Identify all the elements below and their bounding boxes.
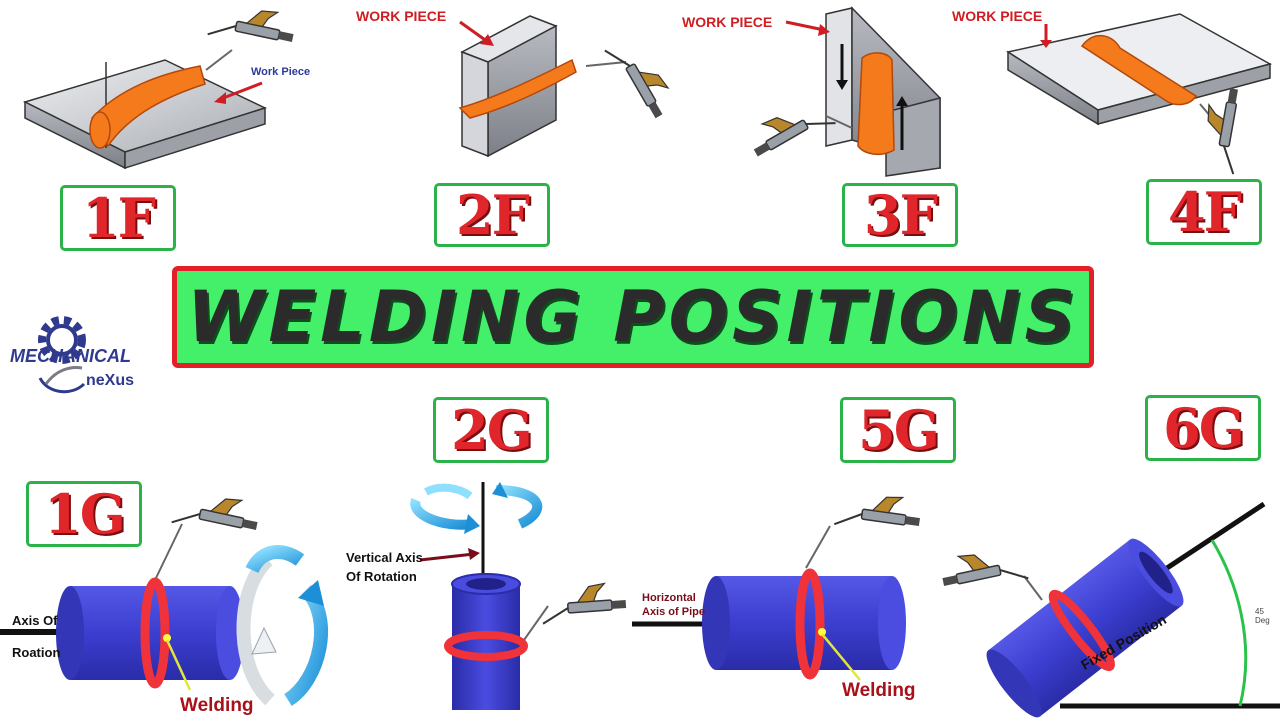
illustration-1g (0, 486, 328, 706)
label-welding-1g: Welding (180, 695, 254, 716)
position-badge-1g: 1G (26, 481, 142, 547)
illustration-2f (458, 15, 680, 158)
label-vertical-axis: Vertical Axis (346, 550, 423, 565)
logo-text-mechanical: MECHANICAL (10, 346, 131, 366)
page-title: WELDING POSITIONS (187, 276, 1079, 358)
position-badge-1f: 1F (60, 185, 176, 251)
label-horizontal: Horizontal (642, 592, 696, 604)
illustration-3f (743, 6, 941, 177)
position-badge-4f: 4F (1146, 179, 1262, 245)
illustration-5g (632, 487, 924, 681)
position-badge-3f: 3F (842, 183, 958, 247)
position-badge-2f: 2F (434, 183, 550, 247)
label-roation: Roation (12, 645, 61, 660)
position-badge-2g: 2G (433, 397, 549, 463)
position-badge-6g: 6G (1145, 395, 1261, 461)
logo-text-nexus: neXus (86, 372, 135, 389)
illustration-4f (1006, 13, 1272, 176)
label-axis-of: Axis Of (12, 613, 58, 628)
illustration-2g (410, 482, 628, 710)
illustration-6g (937, 501, 1280, 718)
label-work-piece-1f: Work Piece (251, 66, 311, 78)
label-work-piece-4f: WORK PIECE (952, 8, 1043, 24)
label-work-piece-3f: WORK PIECE (682, 14, 773, 30)
label-axis-of-pipe: Axis of Pipe (642, 606, 705, 618)
illustration-1f (22, 0, 299, 170)
title-banner: WELDING POSITIONS (172, 266, 1094, 368)
label-work-piece-2f: WORK PIECE (356, 8, 447, 24)
position-badge-5g: 5G (840, 397, 956, 463)
label-45-deg: 45 Deg (1255, 607, 1270, 625)
logo-gear-icon (38, 316, 86, 394)
label-of-rotation: Of Rotation (346, 569, 417, 584)
label-welding-5g: Welding (842, 680, 916, 701)
